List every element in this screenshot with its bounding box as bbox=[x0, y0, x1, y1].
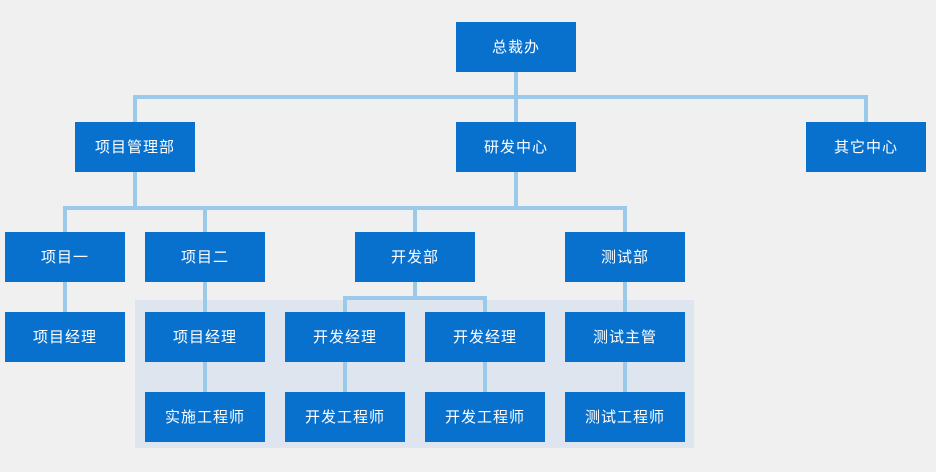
node-test-engineer[interactable]: 测试工程师 bbox=[565, 392, 685, 442]
node-dev-dept[interactable]: 开发部 bbox=[355, 232, 475, 282]
node-test-dept[interactable]: 测试部 bbox=[565, 232, 685, 282]
connector-project-two-down bbox=[203, 281, 207, 313]
node-rnd-center[interactable]: 研发中心 bbox=[456, 122, 576, 172]
node-dev-manager-two[interactable]: 开发经理 bbox=[425, 312, 545, 362]
node-other-center[interactable]: 其它中心 bbox=[806, 122, 926, 172]
connector-to-other-center bbox=[864, 95, 868, 122]
node-project-manager-two[interactable]: 项目经理 bbox=[145, 312, 265, 362]
node-project-manager-one[interactable]: 项目经理 bbox=[5, 312, 125, 362]
node-dev-engineer-two[interactable]: 开发工程师 bbox=[425, 392, 545, 442]
connector-dev-manager-one-down bbox=[343, 361, 347, 393]
node-project-two[interactable]: 项目二 bbox=[145, 232, 265, 282]
connector-to-test-dept bbox=[623, 206, 627, 233]
connector-dev-dept-down bbox=[413, 281, 417, 298]
connector-project-manager-two-down bbox=[203, 361, 207, 393]
node-test-supervisor[interactable]: 测试主管 bbox=[565, 312, 685, 362]
connector-to-rnd-center bbox=[514, 95, 518, 122]
connector-project-mgmt-dept-down bbox=[133, 172, 137, 208]
connector-to-dev-manager-two bbox=[483, 296, 487, 313]
connector-to-project-one bbox=[63, 206, 67, 233]
node-project-one[interactable]: 项目一 bbox=[5, 232, 125, 282]
node-project-mgmt-dept[interactable]: 项目管理部 bbox=[75, 122, 195, 172]
connector-to-project-two bbox=[203, 206, 207, 233]
connector-test-supervisor-down bbox=[623, 361, 627, 393]
connector-ceo-down bbox=[514, 72, 518, 97]
connector-dev-managers-bus bbox=[343, 296, 487, 300]
connector-to-dev-manager-one bbox=[343, 296, 347, 313]
connector-rnd-center-down bbox=[514, 172, 518, 208]
connector-dev-manager-two-down bbox=[483, 361, 487, 393]
node-ceo-office[interactable]: 总裁办 bbox=[456, 22, 576, 72]
connector-level2-bus bbox=[133, 95, 868, 99]
connector-level3-bus bbox=[63, 206, 627, 210]
connector-to-dev-dept bbox=[413, 206, 417, 233]
node-dev-manager-one[interactable]: 开发经理 bbox=[285, 312, 405, 362]
connector-project-one-down bbox=[63, 281, 67, 313]
connector-test-dept-down bbox=[623, 281, 627, 313]
connector-to-project-mgmt-dept bbox=[133, 95, 137, 122]
node-dev-engineer-one[interactable]: 开发工程师 bbox=[285, 392, 405, 442]
node-impl-engineer[interactable]: 实施工程师 bbox=[145, 392, 265, 442]
